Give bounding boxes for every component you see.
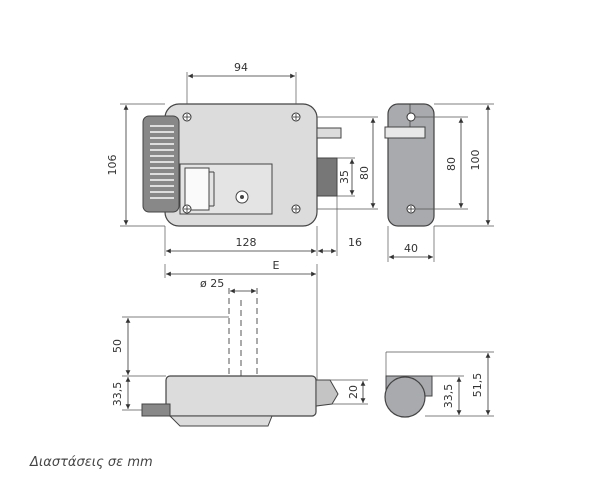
bottom-base: [168, 415, 273, 427]
bottom-plate: [141, 403, 171, 417]
side-view: 80 100 40: [384, 103, 494, 262]
bottom-bolt-nose: [315, 379, 339, 407]
dim-33-5-left: 33,5: [111, 382, 124, 407]
dim-128: 128: [236, 236, 257, 249]
dim-35: 35: [338, 170, 351, 184]
dim-50: 50: [111, 339, 124, 353]
dead-bolt: [316, 157, 338, 197]
units-caption: Διαστάσεις σε mm: [30, 455, 153, 470]
latch-window: [184, 167, 210, 211]
dim-diameter: ø 25: [200, 277, 224, 290]
top-pin: [316, 127, 342, 139]
dim-80-front: 80: [358, 166, 371, 180]
handle-ribs: [150, 125, 174, 199]
dim-80-side: 80: [445, 157, 458, 171]
side-pin: [384, 126, 426, 139]
dim-33-5-side: 33,5: [442, 384, 455, 409]
bottom-body: [165, 375, 317, 417]
dim-94: 94: [234, 61, 248, 74]
dim-20: 20: [347, 385, 360, 399]
dim-40: 40: [404, 242, 418, 255]
ribbed-handle: [142, 115, 180, 213]
dim-51-5: 51,5: [471, 373, 484, 398]
dim-100: 100: [469, 150, 482, 171]
dim-16: 16: [348, 236, 362, 249]
dim-e: E: [273, 259, 280, 272]
side-screw-top: [406, 112, 416, 122]
knob: [384, 376, 426, 418]
dim-106: 106: [106, 155, 119, 176]
bottom-view: E ø 25 50 33,5 20 33,5: [111, 259, 494, 427]
front-view: 94 106 35 80 128 16: [106, 61, 378, 256]
